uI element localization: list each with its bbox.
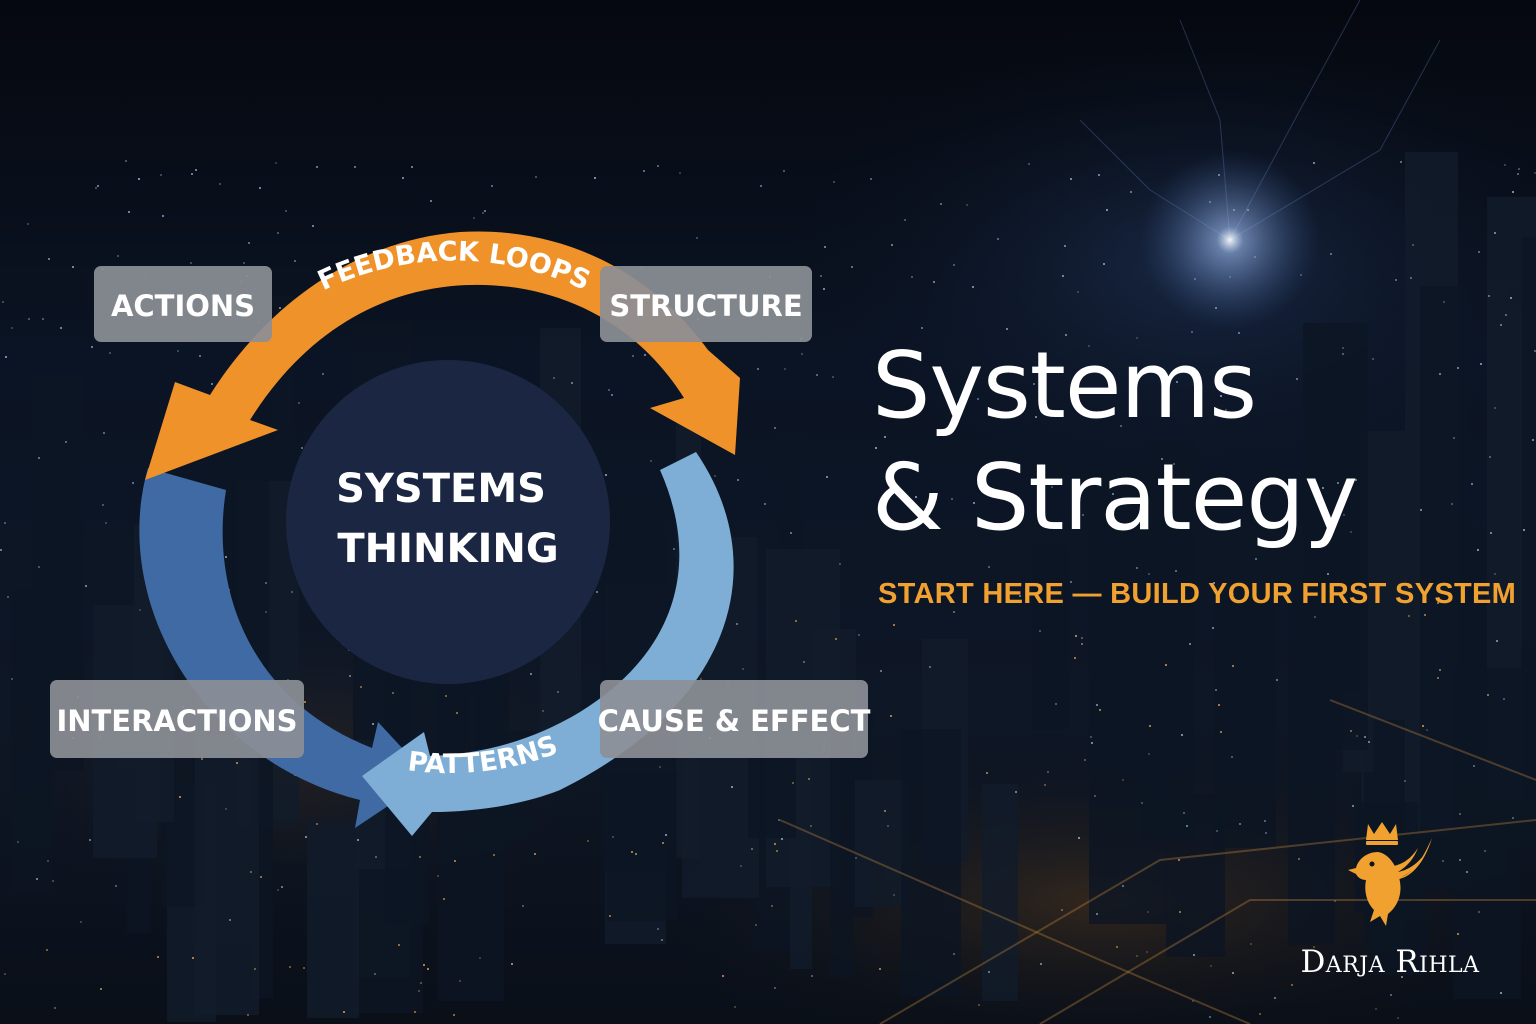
title-line-1: Systems bbox=[872, 332, 1257, 439]
brand-logo: Darja Rihla bbox=[1270, 820, 1510, 980]
node-cause-effect-label: CAUSE & EFFECT bbox=[598, 704, 871, 738]
node-interactions: INTERACTIONS bbox=[50, 680, 304, 758]
interactions-arrow bbox=[139, 468, 430, 828]
node-actions: ACTIONS bbox=[94, 266, 272, 342]
page-title: Systems & Strategy bbox=[872, 330, 1358, 554]
street-grid bbox=[779, 699, 1536, 1024]
center-circle bbox=[286, 360, 610, 684]
node-actions-label: ACTIONS bbox=[111, 289, 255, 323]
node-cause-effect: CAUSE & EFFECT bbox=[598, 680, 871, 758]
feedback-loops-arrow bbox=[145, 231, 740, 480]
node-structure: STRUCTURE bbox=[600, 266, 812, 342]
node-interactions-label: INTERACTIONS bbox=[56, 704, 297, 738]
patterns-arrow bbox=[362, 452, 734, 836]
center-label: SYSTEMS THINKING bbox=[336, 466, 560, 572]
brand-name: Darja Rihla bbox=[1300, 944, 1480, 980]
subtitle: START HERE — BUILD YOUR FIRST SYSTEM bbox=[878, 578, 1517, 610]
crowned-eagle-icon bbox=[1348, 822, 1432, 926]
title-line-2: & Strategy bbox=[872, 444, 1358, 551]
node-structure-label: STRUCTURE bbox=[609, 289, 802, 323]
